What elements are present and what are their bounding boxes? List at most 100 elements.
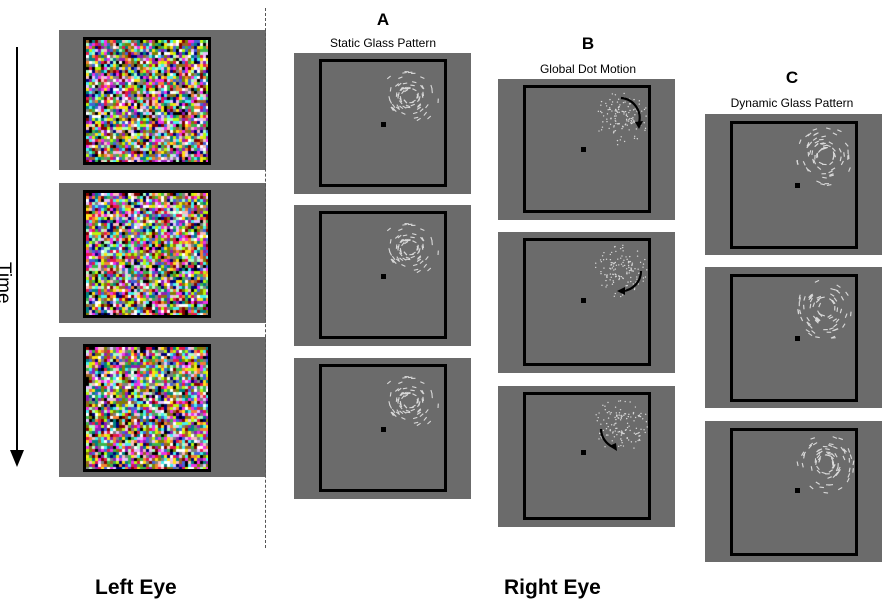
glass-dipole xyxy=(812,302,816,308)
glass-dipole xyxy=(801,451,805,456)
glass-dipole xyxy=(399,86,403,92)
motion-dot xyxy=(602,404,604,407)
glass-dipole xyxy=(808,442,814,447)
glass-dipole xyxy=(410,84,415,87)
motion-dot xyxy=(613,262,615,265)
glass-dipole xyxy=(818,148,824,152)
motion-dot xyxy=(642,277,645,279)
glass-dipole xyxy=(836,289,841,294)
glass-dipole xyxy=(423,263,428,268)
motion-dot xyxy=(628,261,630,263)
motion-dot xyxy=(606,118,608,120)
glass-dipole xyxy=(816,454,821,459)
glass-dipole xyxy=(832,318,838,322)
motion-dot xyxy=(613,269,615,271)
glass-dipole xyxy=(818,450,823,455)
motion-dot xyxy=(620,416,622,418)
glass-dipole xyxy=(430,84,433,90)
motion-dot xyxy=(613,436,616,438)
glass-dipole xyxy=(799,309,802,315)
motion-dot xyxy=(622,294,624,296)
glass-dipole xyxy=(404,88,409,93)
motion-dot xyxy=(619,104,621,106)
glass-dipole xyxy=(822,176,827,179)
glass-dipole xyxy=(826,184,832,187)
motion-dot xyxy=(622,261,624,264)
motion-dot xyxy=(620,438,622,440)
glass-dipole xyxy=(392,413,397,417)
glass-dipole xyxy=(834,453,838,458)
glass-dipole xyxy=(833,297,838,302)
motion-dot xyxy=(606,411,609,414)
motion-dot xyxy=(623,259,625,261)
glass-dipole xyxy=(828,141,834,145)
static-glass-frame-3 xyxy=(294,358,471,499)
motion-dot xyxy=(622,250,624,252)
glass-dipole xyxy=(395,411,401,415)
motion-dot xyxy=(617,98,620,100)
motion-dot xyxy=(601,255,604,257)
motion-dot xyxy=(599,432,601,434)
glass-dipole xyxy=(399,249,403,255)
glass-dipole xyxy=(399,257,404,262)
glass-dipole xyxy=(412,416,418,420)
noise-patch xyxy=(83,344,211,472)
motion-dot xyxy=(613,126,615,128)
glass-dipole xyxy=(827,452,832,455)
motion-dot xyxy=(643,108,646,111)
motion-dot xyxy=(630,117,633,120)
motion-dot xyxy=(622,126,624,128)
motion-dot xyxy=(617,108,620,111)
static-glass-frame-1 xyxy=(294,53,471,194)
glass-dipole xyxy=(413,268,419,271)
motion-dot xyxy=(640,412,642,415)
motion-dot xyxy=(624,110,627,113)
motion-dot xyxy=(610,276,612,278)
glass-dipole xyxy=(411,81,417,84)
motion-dot xyxy=(629,260,632,263)
motion-dot xyxy=(600,100,603,103)
motion-dot xyxy=(611,267,614,269)
motion-dot xyxy=(626,258,628,261)
motion-dot xyxy=(614,406,617,408)
glass-dipole xyxy=(406,87,411,90)
glass-dipole xyxy=(392,108,397,112)
motion-dot xyxy=(634,114,636,116)
motion-dot xyxy=(631,120,633,122)
glass-dipole xyxy=(800,316,804,322)
glass-dipole xyxy=(410,103,415,107)
motion-dot xyxy=(597,110,600,113)
motion-dot xyxy=(638,435,640,437)
glass-dipole xyxy=(806,168,812,173)
glass-dipole xyxy=(397,82,402,87)
motion-dot xyxy=(601,126,604,128)
glass-dipole xyxy=(398,381,403,385)
glass-dipole xyxy=(425,409,429,414)
motion-dot xyxy=(610,264,613,266)
motion-dot xyxy=(629,429,631,432)
motion-dot xyxy=(644,276,647,278)
glass-dipole xyxy=(401,242,405,247)
glass-dipole xyxy=(828,444,833,448)
motion-dot xyxy=(630,416,632,418)
glass-dipole xyxy=(818,457,821,463)
left-eye-frame-3 xyxy=(59,337,266,477)
motion-dot xyxy=(608,411,610,413)
glass-dipole xyxy=(819,486,825,489)
motion-dot xyxy=(609,429,612,431)
motion-dot xyxy=(638,431,640,434)
glass-dipole xyxy=(809,293,814,298)
motion-dot xyxy=(630,280,632,283)
motion-dot xyxy=(609,123,612,126)
glass-dipole xyxy=(411,386,417,389)
glass-dipole xyxy=(845,291,849,296)
motion-dot xyxy=(620,439,623,442)
eye-divider xyxy=(265,8,266,548)
glass-dipole xyxy=(419,260,424,265)
motion-dot xyxy=(632,411,635,414)
glass-dipole xyxy=(416,117,421,122)
motion-dot xyxy=(621,415,623,417)
glass-dipole xyxy=(416,269,421,274)
glass-dipole xyxy=(799,297,801,302)
motion-dot xyxy=(597,416,599,419)
